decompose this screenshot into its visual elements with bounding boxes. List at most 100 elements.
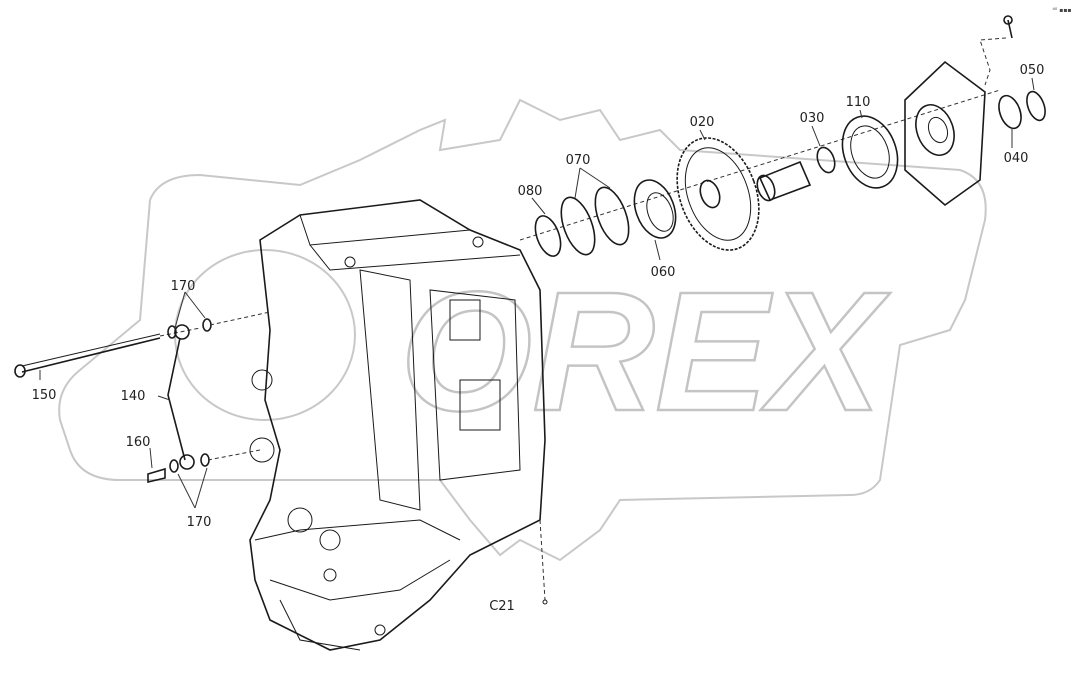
washer-170-bottom-2	[200, 453, 210, 467]
gear-020-body	[684, 147, 752, 241]
callout-170-top: 170	[171, 279, 196, 294]
callout-040: 040	[1004, 151, 1029, 166]
corner-mark: ⁴⁰ ▪▪▪	[1053, 7, 1072, 14]
cover-bore-inner	[927, 116, 949, 144]
part-cover-housing	[904, 60, 986, 207]
leader-170-top-a	[174, 291, 186, 329]
part-080-snap-ring	[534, 215, 562, 257]
snap-ring-080	[534, 215, 562, 257]
shim-070-b	[594, 186, 630, 246]
housing-bolt-top-2	[472, 236, 484, 248]
bolt-150-axis	[159, 327, 201, 337]
housing-port-2	[459, 379, 501, 431]
washer-axis-bottom	[207, 449, 261, 461]
washer-170-bottom-1	[169, 459, 179, 473]
screw-160-body	[147, 467, 166, 484]
housing-bolt-top	[344, 256, 356, 268]
gearbox-housing	[249, 199, 548, 651]
housing-axis-line	[539, 519, 546, 601]
washer-170-top-2	[202, 318, 212, 332]
leader-170-bottom-b	[194, 467, 208, 509]
shim-070-a	[560, 196, 596, 256]
callout-050: 050	[1020, 63, 1045, 78]
watermark-gear-outline	[58, 98, 987, 562]
leader-lines	[39, 77, 1035, 509]
housing-axis-point	[542, 599, 548, 605]
leader-140	[157, 395, 171, 401]
gasket-110	[841, 115, 899, 189]
washer-axis-top	[209, 311, 271, 326]
bolt-150-shaft	[21, 337, 161, 373]
leader-060	[654, 239, 661, 261]
link-140-eye-top	[174, 324, 190, 340]
leader-170-top-b	[184, 291, 206, 319]
housing-port-1	[449, 299, 481, 341]
link-140-eye-bottom	[179, 454, 195, 470]
gasket-110-inner	[850, 125, 890, 179]
leader-160	[149, 447, 153, 469]
housing-rim	[309, 244, 521, 271]
callout-110: 110	[846, 95, 871, 110]
housing-lower-flange	[279, 599, 361, 651]
link-140-rod	[167, 337, 186, 461]
watermark-text: OREX	[400, 257, 890, 447]
bearing-060-inner	[646, 192, 674, 232]
bearing-060-outer	[633, 179, 677, 239]
housing-top-outline	[249, 199, 546, 651]
housing-bore-6	[374, 624, 386, 636]
top-bolt-axis	[979, 37, 1007, 86]
shaft-030-ring	[816, 146, 836, 174]
callout-080: 080	[518, 184, 543, 199]
leader-070-b	[579, 167, 611, 189]
housing-bore-5	[323, 568, 337, 582]
leader-110	[859, 109, 863, 119]
housing-top-edge	[299, 214, 471, 246]
callout-150: 150	[32, 388, 57, 403]
callout-170-bottom: 170	[187, 515, 212, 530]
callout-c21: C21	[489, 599, 515, 614]
part-030-shaft	[756, 146, 836, 202]
housing-rib	[359, 269, 421, 511]
top-bolt-head	[1003, 15, 1013, 25]
housing-bore-1	[251, 369, 273, 391]
part-070-shims	[560, 186, 630, 256]
bolt-150-head	[14, 364, 26, 378]
part-040-bearing	[998, 94, 1022, 130]
ring-050	[1026, 90, 1046, 122]
callout-labels: 150 140 160 170 170 080 070 060 020 030 …	[32, 63, 1045, 614]
bearing-040	[998, 94, 1022, 130]
housing-face-plate	[429, 289, 521, 481]
callout-070: 070	[566, 153, 591, 168]
bolt-150-thread-top	[21, 333, 161, 367]
leader-080	[531, 197, 546, 215]
housing-bore-3	[287, 507, 313, 533]
leader-050	[1031, 77, 1035, 91]
shaft-030-end	[756, 174, 776, 202]
leader-170-bottom-a	[177, 473, 196, 509]
callout-030: 030	[800, 111, 825, 126]
part-140-link-rod	[167, 324, 195, 470]
watermark-lettering: OREX	[399, 256, 892, 449]
housing-bore-4	[319, 529, 341, 551]
part-150-long-bolt	[14, 333, 161, 378]
part-050-ring	[1026, 90, 1046, 122]
housing-foot	[269, 559, 451, 601]
part-top-bolt	[979, 15, 1013, 86]
leader-020	[699, 129, 706, 141]
part-020-gear	[676, 137, 760, 251]
top-bolt-shank	[1007, 19, 1013, 39]
gear-020-hub	[699, 179, 721, 209]
part-160-screw	[147, 467, 166, 484]
callout-140: 140	[121, 389, 146, 404]
cover-plate	[904, 60, 986, 207]
leader-030	[811, 125, 821, 147]
leader-070-a	[574, 167, 581, 199]
gear-020-teeth	[676, 137, 760, 251]
callout-160: 160	[126, 435, 151, 450]
callout-020: 020	[690, 115, 715, 130]
part-060-bearing	[633, 179, 677, 239]
housing-base-edge	[254, 519, 461, 541]
part-110-gasket	[841, 115, 899, 189]
washer-170-top-1	[167, 325, 177, 339]
